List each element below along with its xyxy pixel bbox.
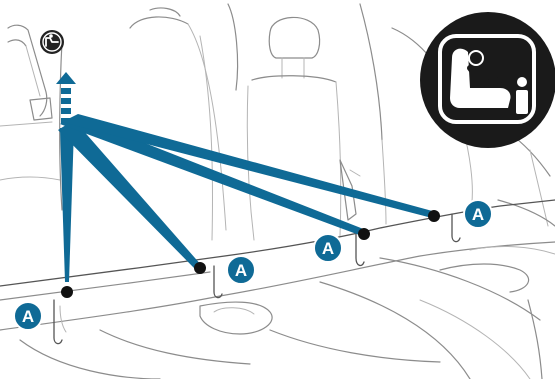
callout-a-3-label: A xyxy=(322,239,334,258)
callout-a-4-label: A xyxy=(472,205,484,224)
anchor-point-1 xyxy=(61,286,73,298)
callout-a-2-label: A xyxy=(235,261,247,280)
anchor-point-3 xyxy=(358,228,370,240)
upward-dashed-arrow-icon xyxy=(56,72,76,124)
callout-a-1: A xyxy=(14,302,42,330)
callout-a-3: A xyxy=(314,234,342,262)
isofix-child-seat-icon xyxy=(420,12,555,148)
anchor-point-2 xyxy=(194,262,206,274)
anchor-point-4 xyxy=(428,210,440,222)
leader-ray-4 xyxy=(62,114,436,218)
child-seat-symbol-icon xyxy=(40,30,64,54)
callout-a-1-label: A xyxy=(22,307,34,326)
callout-a-4: A xyxy=(464,200,492,228)
callout-a-2: A xyxy=(227,256,255,284)
